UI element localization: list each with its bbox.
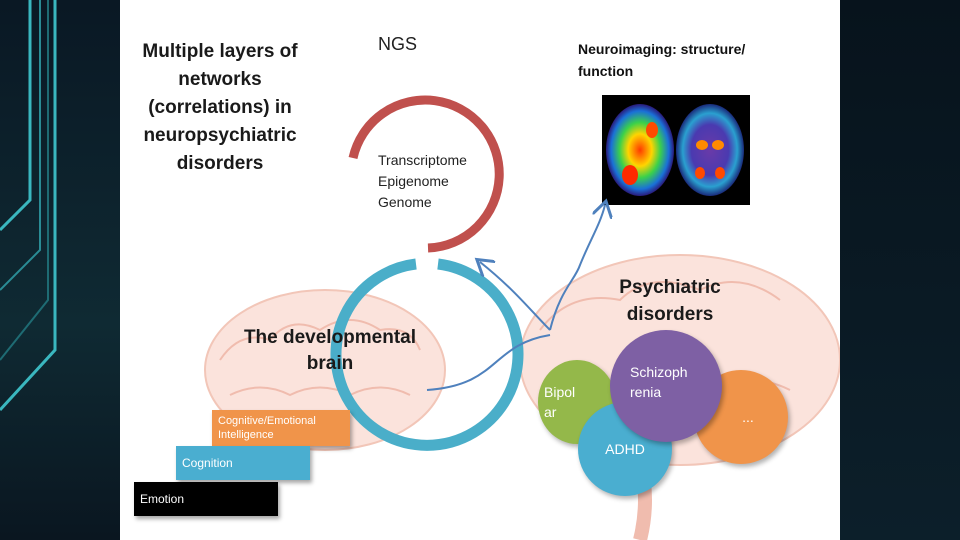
layer-genome: Genome	[378, 194, 432, 210]
bipolar-label: Bipol ar	[544, 384, 576, 420]
developmental-brain-label: The developmental brain	[243, 327, 417, 374]
neuroimaging-label: Neuroimaging: structure/ function	[578, 41, 746, 79]
layer-transcriptome: Transcriptome	[378, 152, 467, 168]
outer-blue-ring	[330, 258, 524, 451]
stage-emotion: Emotion	[134, 482, 278, 516]
psychiatric-disorders-label: Psychiatric disorders	[619, 277, 721, 325]
arrow-to-neuroimaging	[549, 205, 605, 331]
teal-accent-lines	[0, 0, 57, 412]
arrow-brain-to-disorders	[426, 334, 551, 391]
layer-epigenome: Epigenome	[378, 173, 449, 189]
adhd-label: ADHD	[605, 441, 645, 457]
more-label: ...	[742, 409, 754, 425]
right-background	[840, 0, 960, 540]
brain-scan-image	[602, 95, 750, 205]
stage-cognitive-emotional: Cognitive/Emotional Intelligence	[212, 410, 350, 446]
ngs-label: NGS	[378, 34, 418, 54]
schizophrenia-label: Schizoph renia	[630, 364, 688, 400]
slide-canvas: Multiple layers of networks (correlation…	[120, 0, 840, 540]
arrow-to-ngs	[480, 262, 551, 331]
omics-layers: Transcriptome Epigenome Genome	[378, 150, 467, 213]
ngs-rings	[330, 95, 524, 451]
connector-arrows	[426, 0, 840, 391]
stage-cognition: Cognition	[176, 446, 310, 480]
slide-title: Multiple layers of networks (correlation…	[142, 41, 298, 174]
bubble-schizophrenia: Schizoph renia	[610, 330, 722, 442]
inner-red-ring	[348, 95, 504, 253]
